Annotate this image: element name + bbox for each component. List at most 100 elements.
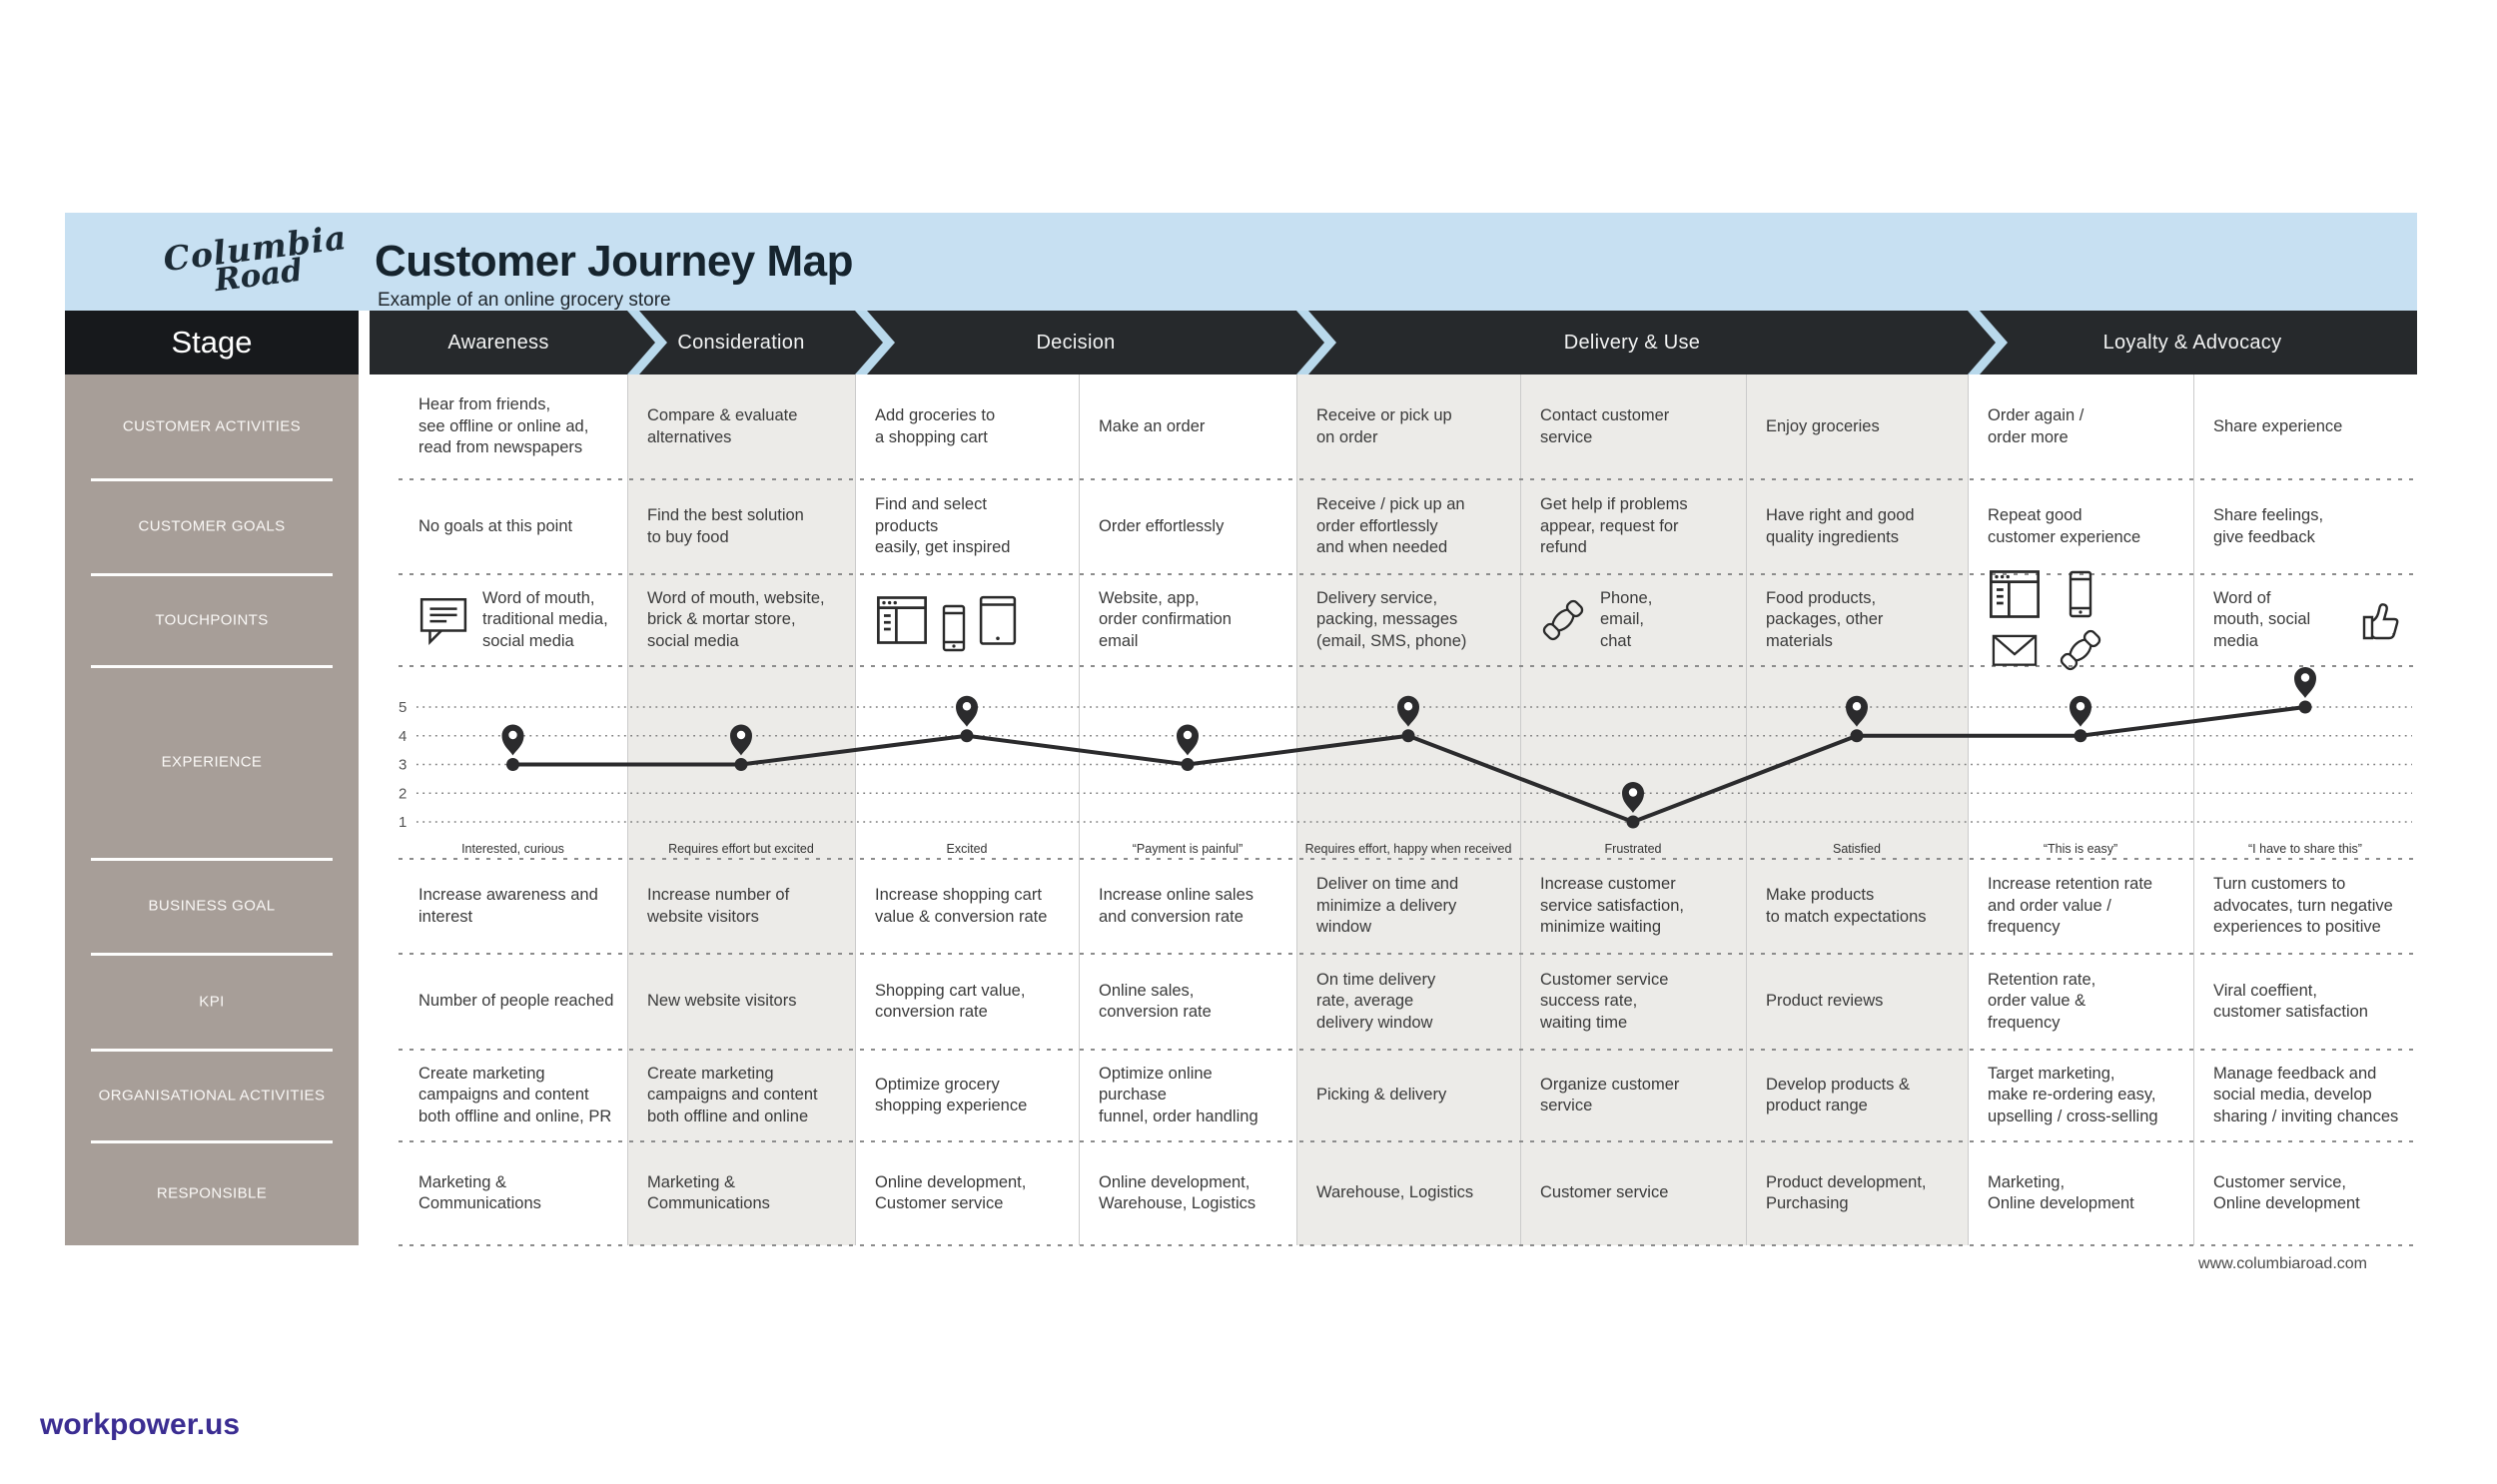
row-separator [399, 858, 2417, 860]
cell-goals-col6: Get help if problems appear, request for… [1540, 495, 1688, 557]
svg-text:“Payment is painful”: “Payment is painful” [1133, 842, 1243, 856]
sidebar-row-label-customer-goals: CUSTOMER GOALS [138, 517, 286, 535]
sidebar-divider [91, 858, 333, 861]
touchpoint-text: Phone, email, chat [1600, 588, 1653, 650]
sidebar-row-label-business-goal: BUSINESS GOAL [148, 897, 276, 915]
cell-goals-col7: Have right and good quality ingredients [1766, 506, 1915, 546]
phone-handset-icon [2058, 627, 2103, 673]
smartphone-icon [2068, 570, 2093, 618]
row-separator [399, 573, 2417, 575]
sidebar-row-label-experience: EXPERIENCE [161, 753, 263, 771]
sidebar-divider [91, 573, 333, 576]
row-separator [399, 1140, 2417, 1142]
stage-chevrons [370, 311, 2417, 374]
touchpoint-text: Word of mouth, social media [2213, 588, 2311, 650]
cell-business-goal-col5: Deliver on time and minimize a delivery … [1316, 875, 1459, 937]
thumbs-up-icon [2359, 596, 2407, 644]
cell-responsible-col8: Marketing, Online development [1988, 1172, 2134, 1212]
cell-business-goal-col4: Increase online sales and conversion rat… [1099, 886, 1254, 926]
cell-org-col5: Picking & delivery [1316, 1086, 1447, 1105]
page-title: Customer Journey Map [375, 237, 853, 286]
touchpoint-icons [418, 593, 468, 647]
map-pin-icon [2070, 695, 2091, 727]
cell-responsible-col7: Product development, Purchasing [1766, 1172, 1927, 1212]
sidebar-row-label-organisational-activities: ORGANISATIONAL ACTIVITIES [98, 1087, 326, 1105]
cell-kpi-col1: Number of people reached [418, 992, 614, 1011]
sidebar-divider [91, 665, 333, 668]
stage-header: Stage [65, 311, 359, 374]
svg-text:5: 5 [399, 699, 407, 716]
cell-touchpoints-col9: Word of mouth, social media [2193, 574, 2417, 666]
touchpoint-text: Word of mouth, website, brick & mortar s… [647, 588, 825, 650]
header-band [65, 213, 2417, 311]
touchpoint-text: Website, app, order confirmation email [1099, 588, 1232, 650]
sidebar-row-label-responsible: RESPONSIBLE [156, 1184, 268, 1202]
sidebar-divider [91, 1140, 333, 1143]
cell-touchpoints-col2: Word of mouth, website, brick & mortar s… [627, 574, 855, 666]
row-separator [399, 665, 2417, 667]
smartphone-icon [941, 604, 967, 652]
cell-org-col8: Target marketing, make re-ordering easy,… [1988, 1064, 2158, 1125]
cell-touchpoints-col8 [1968, 570, 2193, 671]
cell-activities-col3: Add groceries to a shopping cart [875, 406, 996, 446]
stage-label-loyalty-advocacy: Loyalty & Advocacy [2102, 331, 2282, 354]
cell-responsible-col9: Customer service, Online development [2213, 1172, 2360, 1212]
map-pin-icon [2294, 667, 2316, 698]
cell-activities-col8: Order again / order more [1988, 406, 2084, 446]
cell-activities-col1: Hear from friends, see offline or online… [418, 395, 589, 457]
sidebar-row-label-kpi: KPI [199, 993, 225, 1011]
cell-goals-col3: Find and select products easily, get ins… [875, 495, 1011, 557]
cell-touchpoints-col6: Phone, email, chat [1520, 574, 1746, 666]
touchpoint-icons [1988, 567, 2103, 673]
cell-business-goal-col6: Increase customer service satisfaction, … [1540, 875, 1684, 937]
cell-activities-col9: Share experience [2213, 416, 2343, 435]
cell-activities-col4: Make an order [1099, 416, 1206, 435]
sidebar-divider [91, 1049, 333, 1052]
svg-text:Interested, curious: Interested, curious [461, 842, 564, 856]
cell-kpi-col2: New website visitors [647, 992, 797, 1011]
cell-business-goal-col9: Turn customers to advocates, turn negati… [2213, 875, 2393, 937]
stage-label-decision: Decision [1036, 331, 1116, 354]
cell-goals-col9: Share feelings, give feedback [2213, 506, 2324, 546]
cell-responsible-col3: Online development, Customer service [875, 1172, 1027, 1212]
cell-kpi-col3: Shopping cart value, conversion rate [875, 981, 1026, 1021]
cell-goals-col4: Order effortlessly [1099, 516, 1225, 535]
columbiaroad-url: www.columbiaroad.com [2198, 1255, 2367, 1272]
cell-responsible-col6: Customer service [1540, 1183, 1669, 1202]
touchpoint-icons [2359, 596, 2407, 644]
stage-label-awareness: Awareness [447, 331, 549, 354]
touchpoint-text: Food products, packages, other materials [1766, 588, 1884, 650]
svg-text:“I have to share this”: “I have to share this” [2248, 842, 2362, 856]
touchpoint-text: Delivery service, packing, messages (ema… [1316, 588, 1467, 650]
cell-org-col2: Create marketing campaigns and content b… [647, 1064, 818, 1125]
cell-activities-col2: Compare & evaluate alternatives [647, 406, 798, 446]
browser-icon [1988, 567, 2042, 621]
workpower-watermark: workpower.us [40, 1408, 241, 1441]
browser-icon [875, 593, 929, 647]
journey-map: Columbia Road Customer Journey Map Examp… [65, 213, 2417, 1246]
cell-kpi-col9: Viral coeffient, customer satisfaction [2213, 981, 2368, 1021]
cell-touchpoints-col5: Delivery service, packing, messages (ema… [1296, 574, 1520, 666]
map-pin-icon [1177, 724, 1199, 756]
sidebar [65, 374, 359, 1245]
row-separator [399, 953, 2417, 955]
cell-activities-col6: Contact customer service [1540, 406, 1670, 446]
cell-business-goal-col2: Increase number of website visitors [647, 886, 790, 926]
svg-text:Excited: Excited [947, 842, 988, 856]
phone-handset-icon [1540, 597, 1586, 643]
map-pin-icon [501, 724, 524, 756]
sidebar-row-label-touchpoints: TOUCHPOINTS [155, 611, 269, 629]
cell-responsible-col2: Marketing & Communications [647, 1172, 770, 1212]
cell-org-col9: Manage feedback and social media, develo… [2213, 1064, 2399, 1125]
cell-org-col7: Develop products & product range [1766, 1075, 1910, 1114]
row-separator [399, 1049, 2417, 1051]
sidebar-divider [91, 953, 333, 956]
touchpoint-icons [1540, 597, 1586, 643]
cell-goals-col8: Repeat good customer experience [1988, 506, 2141, 546]
svg-text:3: 3 [399, 757, 407, 774]
cell-org-col3: Optimize grocery shopping experience [875, 1075, 1028, 1114]
cell-responsible-col5: Warehouse, Logistics [1316, 1183, 1474, 1202]
cell-responsible-col4: Online development, Warehouse, Logistics [1099, 1172, 1256, 1212]
cell-kpi-col8: Retention rate, order value & frequency [1988, 970, 2096, 1032]
